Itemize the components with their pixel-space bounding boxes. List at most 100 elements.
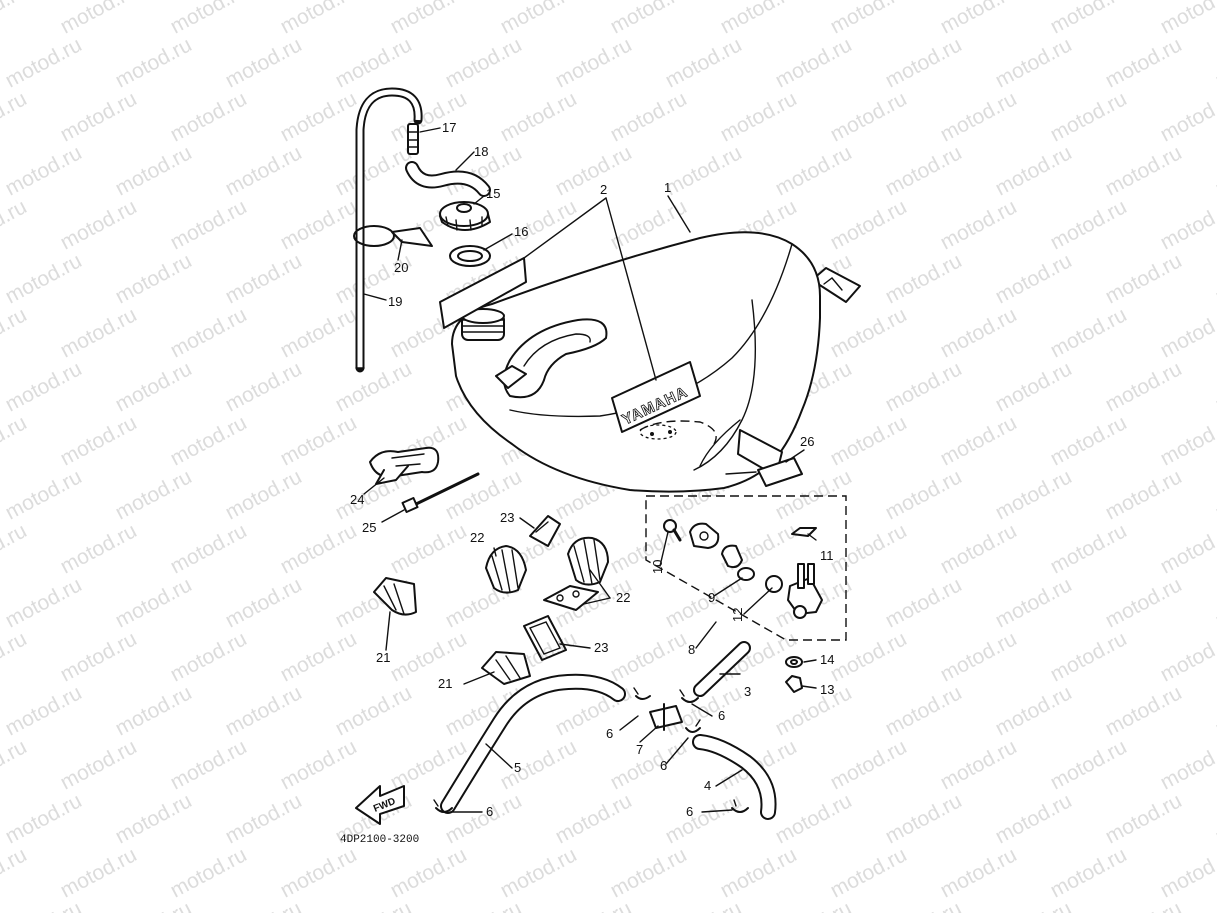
part-1-fuel-tank <box>451 231 821 493</box>
callout-22-a: 22 <box>470 530 484 545</box>
callout-12: 12 <box>730 608 745 622</box>
watermark-text: motod.ru <box>937 843 1021 902</box>
watermark-text: motod.ru <box>1047 627 1131 686</box>
part-14-washer <box>785 656 803 668</box>
watermark-text: motod.ru <box>2 141 86 200</box>
watermark-text: motod.ru <box>332 357 416 416</box>
watermark-text: motod.ru <box>277 519 361 578</box>
watermark-text: motod.ru <box>222 141 306 200</box>
callout-6-e: 6 <box>686 804 693 819</box>
callout-6-a: 6 <box>606 726 613 741</box>
watermark-text: motod.ru <box>662 789 746 848</box>
fwd-arrow: FWD <box>355 785 405 825</box>
watermark-text: motod.ru <box>1212 465 1217 524</box>
watermark-text: motod.ru <box>332 33 416 92</box>
callout-labels: 1 2 3 4 5 6 6 6 6 6 7 8 9 10 11 12 13 14… <box>350 120 834 819</box>
watermark-text: motod.ru <box>112 681 196 740</box>
watermark-text: motod.ru <box>827 519 911 578</box>
callout-4: 4 <box>704 778 711 793</box>
callout-7: 7 <box>636 742 643 757</box>
part-9-o-ring <box>737 567 755 581</box>
watermark-text: motod.ru <box>0 411 31 470</box>
part-18-hose <box>405 161 491 197</box>
watermark-text: motod.ru <box>607 87 691 146</box>
watermark-text: motod.ru <box>1212 141 1217 200</box>
watermark-text: motod.ru <box>992 681 1076 740</box>
watermark-text: motod.ru <box>57 87 141 146</box>
part-6-clip-e <box>731 799 749 813</box>
watermark-text: motod.ru <box>937 519 1021 578</box>
watermark-text: motod.ru <box>0 843 31 902</box>
watermark-text: motod.ru <box>1157 0 1217 38</box>
fuel-cock-plate <box>689 522 720 549</box>
watermark-text: motod.ru <box>222 789 306 848</box>
watermark-text: motod.ru <box>222 33 306 92</box>
part-23-seal-lower <box>523 615 567 661</box>
watermark-text: motod.ru <box>607 0 691 38</box>
part-15-fuel-cap <box>439 201 491 231</box>
watermark-text: motod.ru <box>222 465 306 524</box>
watermark-text: motod.ru <box>442 33 526 92</box>
watermark-text: motod.ru <box>57 735 141 794</box>
watermark-text: motod.ru <box>552 789 636 848</box>
watermark-text: motod.ru <box>57 519 141 578</box>
part-13-bolt <box>785 675 803 693</box>
watermark-text: motod.ru <box>552 897 636 913</box>
part-12-seal <box>765 575 783 593</box>
watermark-text: motod.ru <box>1157 195 1217 254</box>
watermark-text: motod.ru <box>1102 897 1186 913</box>
watermark-text: motod.ru <box>992 897 1076 913</box>
tank-rear-bracket <box>811 267 861 303</box>
watermark-text: motod.ru <box>277 627 361 686</box>
watermark-text: motod.ru <box>2 357 86 416</box>
watermark-text: motod.ru <box>1212 357 1217 416</box>
callout-23-b: 23 <box>594 640 608 655</box>
callout-17: 17 <box>442 120 456 135</box>
watermark-text: motod.ru <box>277 0 361 38</box>
watermark-text: motod.ru <box>0 735 31 794</box>
callout-5: 5 <box>514 760 521 775</box>
watermark-text: motod.ru <box>607 627 691 686</box>
watermark-text: motod.ru <box>57 0 141 38</box>
watermark-text: motod.ru <box>937 0 1021 38</box>
watermark-text: motod.ru <box>57 843 141 902</box>
part-19-breather-hose <box>355 87 423 373</box>
watermark-text: motod.ru <box>1102 465 1186 524</box>
fuel-strainer <box>721 544 743 569</box>
watermark-text: motod.ru <box>882 357 966 416</box>
watermark-text: motod.ru <box>1102 141 1186 200</box>
watermark-text: motod.ru <box>772 681 856 740</box>
watermark-text: motod.ru <box>167 843 251 902</box>
watermark-text: motod.ru <box>167 735 251 794</box>
part-17-fitting <box>407 123 419 155</box>
watermark-text: motod.ru <box>882 681 966 740</box>
watermark-text: motod.ru <box>1212 789 1217 848</box>
watermark-text: motod.ru <box>662 33 746 92</box>
watermark-text: motod.ru <box>57 303 141 362</box>
part-10-screw <box>663 519 682 542</box>
watermark-text: motod.ru <box>992 573 1076 632</box>
watermark-text: motod.ru <box>607 843 691 902</box>
watermark-text: motod.ru <box>827 303 911 362</box>
watermark-text: motod.ru <box>1047 411 1131 470</box>
callout-21-b: 21 <box>438 676 452 691</box>
callout-6-c: 6 <box>660 758 667 773</box>
callout-16: 16 <box>514 224 528 239</box>
watermark-text: motod.ru <box>497 0 581 38</box>
part-6-clip-c <box>685 719 701 733</box>
part-22-damper-lower <box>543 585 599 611</box>
part-24-bracket <box>369 446 440 485</box>
watermark-text: motod.ru <box>112 33 196 92</box>
watermark-text: motod.ru <box>1157 735 1217 794</box>
watermark-text: motod.ru <box>1157 519 1217 578</box>
watermark-text: motod.ru <box>222 681 306 740</box>
watermark-text: motod.ru <box>992 33 1076 92</box>
watermark-text: motod.ru <box>0 627 31 686</box>
watermark-text: motod.ru <box>827 195 911 254</box>
watermark-text: motod.ru <box>332 897 416 913</box>
watermark-text: motod.ru <box>662 141 746 200</box>
watermark-text: motod.ru <box>607 519 691 578</box>
watermark-text: motod.ru <box>2 465 86 524</box>
watermark-text: motod.ru <box>1157 843 1217 902</box>
fuel-cock-group-outline <box>645 495 847 641</box>
